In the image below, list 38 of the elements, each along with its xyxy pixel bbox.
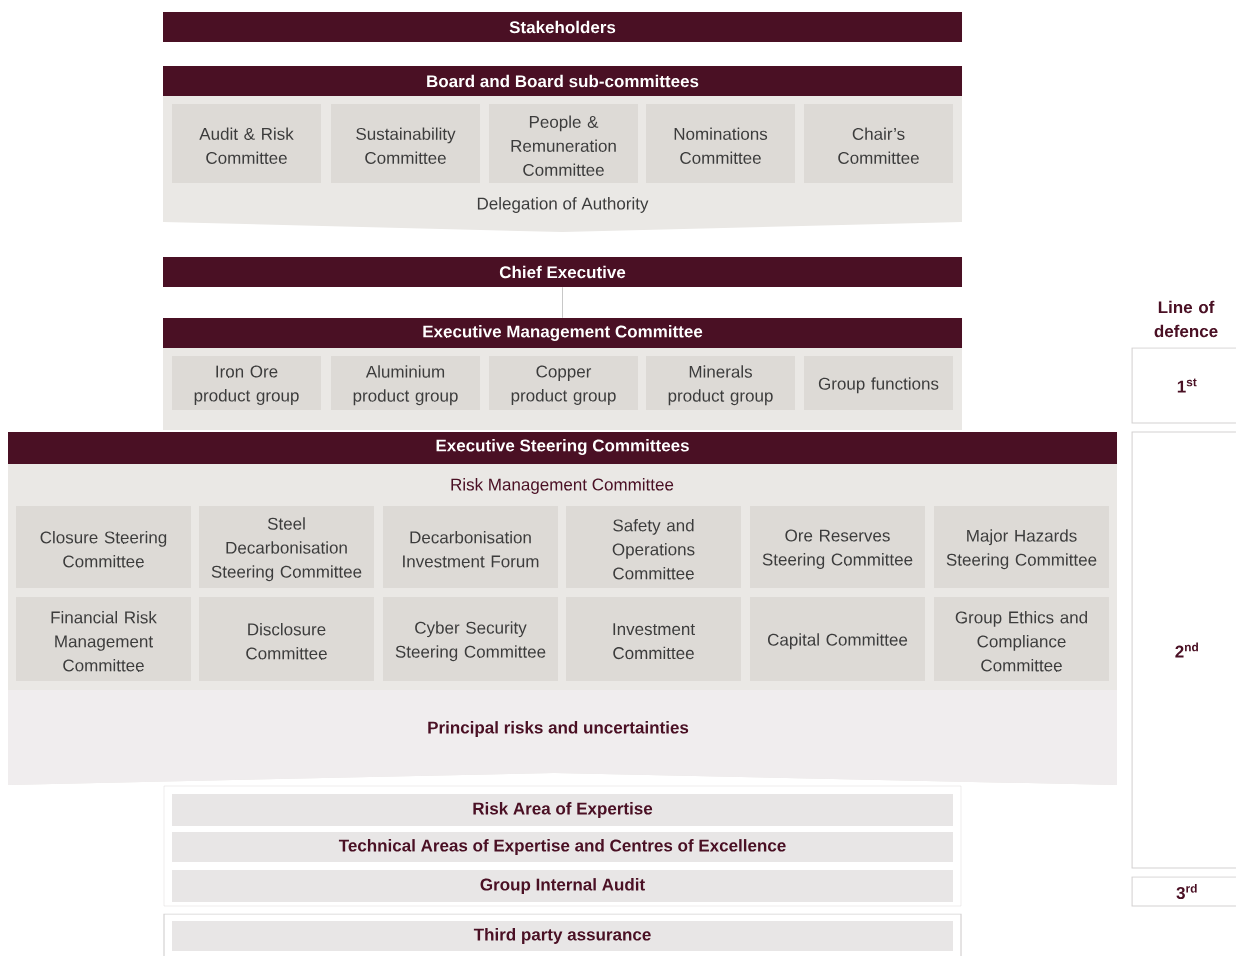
- committee-box: Copper product group: [489, 356, 638, 410]
- defence-box: 2$^{nd}$: [1131, 431, 1236, 869]
- panel-heading: Executive Steering Committees: [436, 439, 689, 455]
- committee-box: Closure Steering Committee: [16, 506, 191, 588]
- committee-box: Iron Ore product group: [172, 356, 321, 410]
- panel-label: Delegation of Authority: [477, 197, 649, 213]
- committee-box: Group Ethics and Compliance Committee: [934, 597, 1109, 681]
- committee-box: Financial Risk Management Committee: [16, 597, 191, 681]
- committee-box: Chair’s Committee: [804, 104, 953, 183]
- committee-box: Audit & Risk Committee: [172, 104, 321, 183]
- committee-box: Nominations Committee: [646, 104, 795, 183]
- committee-box: Sustainability Committee: [331, 104, 480, 183]
- committee-box: People & Remuneration Committee: [489, 104, 638, 183]
- expertise-band: Technical Areas of Expertise and Centres of Excellence: [172, 832, 953, 862]
- committee-box: Major Hazards Steering Committee: [934, 506, 1109, 588]
- header-bar: Executive Management Committee: [163, 318, 962, 348]
- expertise-band: Group Internal Audit: [172, 870, 953, 902]
- committee-box: Disclosure Committee: [199, 597, 374, 681]
- committee-box: Aluminium product group: [331, 356, 480, 410]
- header-bar: Stakeholders: [163, 12, 962, 42]
- header-bar: Board and Board sub-committees: [163, 66, 962, 96]
- defence-box: 1$^{st}$: [1131, 347, 1236, 424]
- defence-box: 3$^{rd}$: [1131, 876, 1236, 907]
- committee-box: Capital Committee: [750, 597, 925, 681]
- committee-box: Minerals product group: [646, 356, 795, 410]
- panel-label: Risk Management Committee: [451, 478, 674, 494]
- committee-box: Group functions: [804, 356, 953, 410]
- expertise-band: Risk Area of Expertise: [172, 794, 953, 826]
- committee-box: Steel Decarbonisation Steering Committee: [199, 506, 374, 588]
- panel-label: Principal risks and uncertainties: [428, 721, 689, 737]
- connector-line: [562, 286, 563, 319]
- committee-box: Investment Committee: [566, 597, 741, 681]
- committee-box: Decarbonisation Investment Forum: [383, 506, 558, 588]
- committee-box: Ore Reserves Steering Committee: [750, 506, 925, 588]
- assurance-band: Third party assurance: [172, 921, 953, 951]
- committee-box: Cyber Security Steering Committee: [383, 597, 558, 681]
- header-bar: Chief Executive: [163, 257, 962, 287]
- committee-box: Safety and Operations Committee: [566, 506, 741, 588]
